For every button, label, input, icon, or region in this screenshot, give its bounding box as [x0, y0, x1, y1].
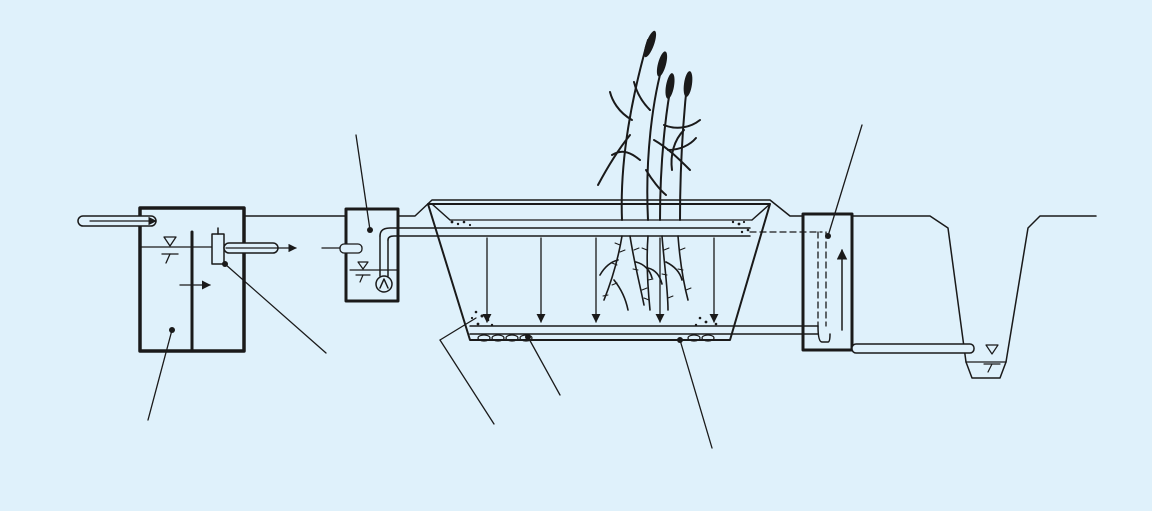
leader-pump	[355, 134, 371, 231]
common-reed-plants	[597, 30, 701, 311]
root-hairs	[602, 242, 692, 301]
drainage-gravel	[477, 334, 715, 342]
outflow-pipe	[851, 343, 975, 354]
reed-roots	[599, 235, 689, 311]
pump-inlet	[321, 243, 363, 254]
leader-drainage-pipe	[679, 339, 713, 449]
settling-tank	[77, 206, 297, 353]
reed-leaves	[597, 81, 701, 196]
water-level-icon	[983, 344, 1001, 373]
level-control-shaft	[749, 212, 854, 352]
leader-drainage-layer	[527, 336, 561, 396]
water-level-icon	[161, 236, 179, 264]
water-level-icon	[355, 261, 371, 283]
leader-lines	[147, 124, 863, 449]
ground-line	[243, 199, 1097, 363]
pump-shaft	[321, 207, 751, 303]
pressure-pipe	[379, 227, 751, 277]
planted-bed	[427, 203, 771, 341]
leader-gravel-layer	[439, 339, 495, 425]
receiving-water	[965, 344, 1007, 379]
leader-control-shaft	[827, 124, 863, 237]
bed-basin	[427, 203, 771, 341]
leader-outlet	[224, 263, 327, 354]
leader-settling-tank	[147, 329, 173, 421]
control-shaft-wall	[801, 212, 854, 352]
reed-plume	[643, 30, 693, 99]
riser-pipe	[817, 231, 827, 327]
percolation-arrows	[482, 237, 719, 323]
outlet-t-pipe	[211, 227, 297, 265]
inlet-pipe	[77, 215, 157, 227]
pump-icon	[375, 275, 393, 293]
pump-shaft-wall	[344, 207, 400, 303]
